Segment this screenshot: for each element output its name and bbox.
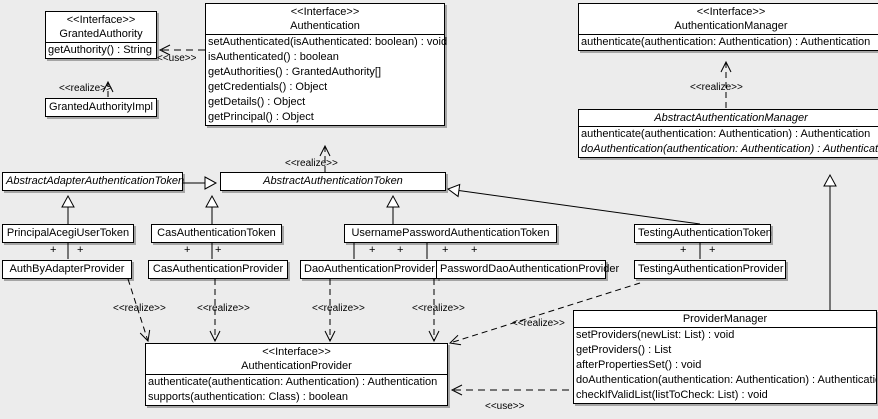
assoc-marker-plus: + (184, 244, 191, 256)
member-row: getDetails() : Object (208, 96, 306, 108)
assoc-marker-plus: + (680, 244, 687, 256)
member-row: setAuthenticated(isAuthenticated: boolea… (208, 36, 448, 48)
edge-label-realize-abstractauthenticationtoken: <<realize>> (285, 158, 338, 169)
class-name-label: AuthenticationProvider (241, 360, 352, 372)
class-authentication[interactable]: <<Interface>> Authentication setAuthenti… (205, 3, 448, 126)
class-name-label: AuthenticationManager (674, 20, 788, 32)
class-granted-authority-impl[interactable]: GrantedAuthorityImpl (45, 98, 157, 117)
member-row: afterPropertiesSet() : void (576, 359, 702, 371)
section-divider (206, 34, 444, 35)
class-name-label: GrantedAuthority (59, 28, 143, 40)
class-name-label: CasAuthenticationProvider (152, 263, 284, 275)
class-name-label: AbstractAuthenticationToken (263, 175, 403, 187)
class-name-label: Authentication (290, 20, 360, 32)
class-name-label: UsernamePasswordAuthenticationToken (351, 227, 550, 239)
section-divider (574, 327, 876, 328)
class-auth-by-adapter-provider[interactable]: AuthByAdapterProvider (2, 260, 132, 279)
member-row: getAuthority() : String (48, 44, 152, 56)
member-row: setProviders(newList: List) : void (576, 329, 735, 341)
edge-label-realize-abstractauthenticationmanager: <<realize>> (690, 82, 743, 93)
class-name-label: GrantedAuthorityImpl (49, 101, 153, 113)
class-abstract-authentication-manager[interactable]: AbstractAuthenticationManager authentica… (578, 109, 878, 158)
assoc-marker-plus: + (709, 244, 716, 256)
class-authentication-manager[interactable]: <<Interface>> AuthenticationManager auth… (578, 3, 878, 51)
class-testing-authentication-token[interactable]: TestingAuthenticationToken (634, 224, 772, 243)
class-abstract-authentication-token[interactable]: AbstractAuthenticationToken (220, 172, 446, 191)
member-row: authenticate(authentication: Authenticat… (581, 36, 871, 48)
member-row: checkIfValidList(listToCheck: List) : vo… (576, 389, 768, 401)
stereotype-label: <<Interface>> (66, 14, 136, 26)
class-abstract-adapter-authentication-token[interactable]: AbstractAdapterAuthenticationToken (2, 172, 185, 191)
edge-label-realize-testingauthenticationprovider: <<realize>> (512, 318, 565, 329)
assoc-marker-plus: + (50, 244, 57, 256)
edge-label-realize-casauthenticationprovider: <<realize>> (197, 303, 250, 314)
class-name-label: TestingAuthenticationProvider (638, 263, 784, 275)
class-granted-authority[interactable]: <<Interface>> GrantedAuthority getAuthor… (45, 11, 157, 59)
edge-label-realize-daoauthenticationprovider: <<realize>> (312, 303, 365, 314)
edge-label-use-providermanager: <<use>> (485, 401, 525, 412)
class-name-label: ProviderManager (682, 313, 768, 325)
assoc-marker-plus: + (215, 244, 222, 256)
stereotype-label: <<Interface>> (290, 6, 360, 18)
class-name-label: TestingAuthenticationToken (638, 227, 772, 239)
member-row: getCredentials() : Object (208, 81, 328, 93)
class-username-password-authentication-token[interactable]: UsernamePasswordAuthenticationToken (344, 224, 557, 243)
member-row: getPrincipal() : Object (208, 111, 314, 123)
members-compartment: setAuthenticated(isAuthenticated: boolea… (206, 35, 448, 125)
members-compartment: setProviders(newList: List) : void getPr… (574, 328, 876, 403)
section-divider (579, 126, 878, 127)
member-row: doAuthentication(authentication: Authent… (581, 143, 878, 155)
class-header: <<Interface>> AuthenticationProvider (146, 344, 447, 374)
member-row: authenticate(authentication: Authenticat… (581, 128, 871, 140)
stereotype-label: <<Interface>> (696, 6, 766, 18)
edge-label-realize-passworddaoauthenticationprovider: <<realize>> (412, 303, 465, 314)
edge-label-use-grantedauthority: <<use>> (157, 53, 197, 64)
class-name-label: AbstractAdapterAuthenticationToken (6, 175, 185, 187)
class-name-label: AbstractAuthenticationManager (654, 112, 808, 124)
edge-label-realize-grantedauthorityimpl: <<realize>> (59, 83, 112, 94)
class-name-label: PasswordDaoAuthenticationProvider (440, 263, 620, 275)
class-name-label: AuthByAdapterProvider (9, 263, 125, 275)
class-name-label: PrincipalAcegiUserToken (6, 227, 130, 239)
class-cas-authentication-provider[interactable]: CasAuthenticationProvider (148, 260, 288, 279)
assoc-marker-plus: + (471, 244, 478, 256)
class-header: AbstractAuthenticationManager (579, 110, 878, 126)
class-testing-authentication-provider[interactable]: TestingAuthenticationProvider (634, 260, 786, 279)
class-name-label: CasAuthenticationToken (157, 227, 276, 239)
members-compartment: authenticate(authentication: Authenticat… (146, 375, 447, 405)
member-row: getAuthorities() : GrantedAuthority[] (208, 66, 382, 78)
edge-label-realize-authbyadapterprovider: <<realize>> (113, 303, 166, 314)
class-cas-authentication-token[interactable]: CasAuthenticationToken (151, 224, 282, 243)
class-header: <<Interface>> GrantedAuthority (46, 12, 156, 42)
member-row: doAuthentication(authentication: Authent… (576, 374, 877, 386)
class-password-dao-authentication-provider[interactable]: PasswordDaoAuthenticationProvider (436, 260, 620, 279)
members-compartment: authenticate(authentication: Authenticat… (579, 35, 878, 50)
class-header: <<Interface>> Authentication (206, 4, 444, 34)
class-header: ProviderManager (574, 311, 876, 327)
member-row: supports(authentication: Class) : boolea… (148, 391, 348, 403)
member-row: authenticate(authentication: Authenticat… (148, 376, 438, 388)
members-compartment: authenticate(authentication: Authenticat… (579, 127, 878, 157)
assoc-marker-plus: + (442, 244, 449, 256)
class-dao-authentication-provider[interactable]: DaoAuthenticationProvider (300, 260, 438, 279)
stereotype-label: <<Interface>> (262, 346, 331, 358)
class-authentication-provider[interactable]: <<Interface>> AuthenticationProvider aut… (145, 343, 448, 406)
member-row: isAuthenticated() : boolean (208, 51, 339, 63)
members-compartment: getAuthority() : String (46, 43, 156, 58)
section-divider (579, 34, 878, 35)
class-header: <<Interface>> AuthenticationManager (579, 4, 878, 34)
assoc-marker-plus: + (397, 244, 404, 256)
section-divider (46, 42, 156, 43)
class-principal-acegi-user-token[interactable]: PrincipalAcegiUserToken (2, 224, 134, 243)
class-provider-manager[interactable]: ProviderManager setProviders(newList: Li… (573, 310, 877, 404)
assoc-marker-plus: + (77, 244, 84, 256)
section-divider (146, 374, 447, 375)
member-row: getProviders() : List (576, 344, 672, 356)
class-name-label: DaoAuthenticationProvider (304, 263, 435, 275)
edge-generalization-testingauthenticationtoken (446, 183, 701, 225)
assoc-marker-plus: + (369, 244, 376, 256)
